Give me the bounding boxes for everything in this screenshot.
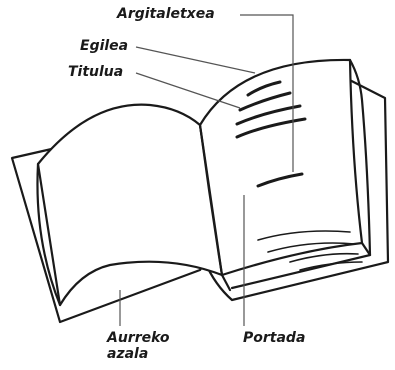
leader-argitaletxea: [240, 14, 294, 172]
label-egilea: Egilea: [80, 38, 129, 54]
label-aurreko-line2: azala: [107, 346, 149, 362]
author-line: [246, 80, 282, 97]
label-argitaletxea: Argitaletxea: [117, 6, 215, 22]
right-pages: [198, 58, 364, 277]
label-aurreko-line1: Aurreko: [107, 330, 170, 346]
title-line-3: [235, 117, 307, 139]
label-aurreko-azala: Aurreko azala: [107, 330, 170, 362]
title-line-1: [238, 91, 292, 112]
label-portada: Portada: [243, 330, 306, 346]
leader-titulua: [135, 72, 241, 109]
label-titulua: Titulua: [68, 64, 124, 80]
leader-egilea: [135, 46, 256, 74]
publisher-line: [256, 172, 304, 188]
